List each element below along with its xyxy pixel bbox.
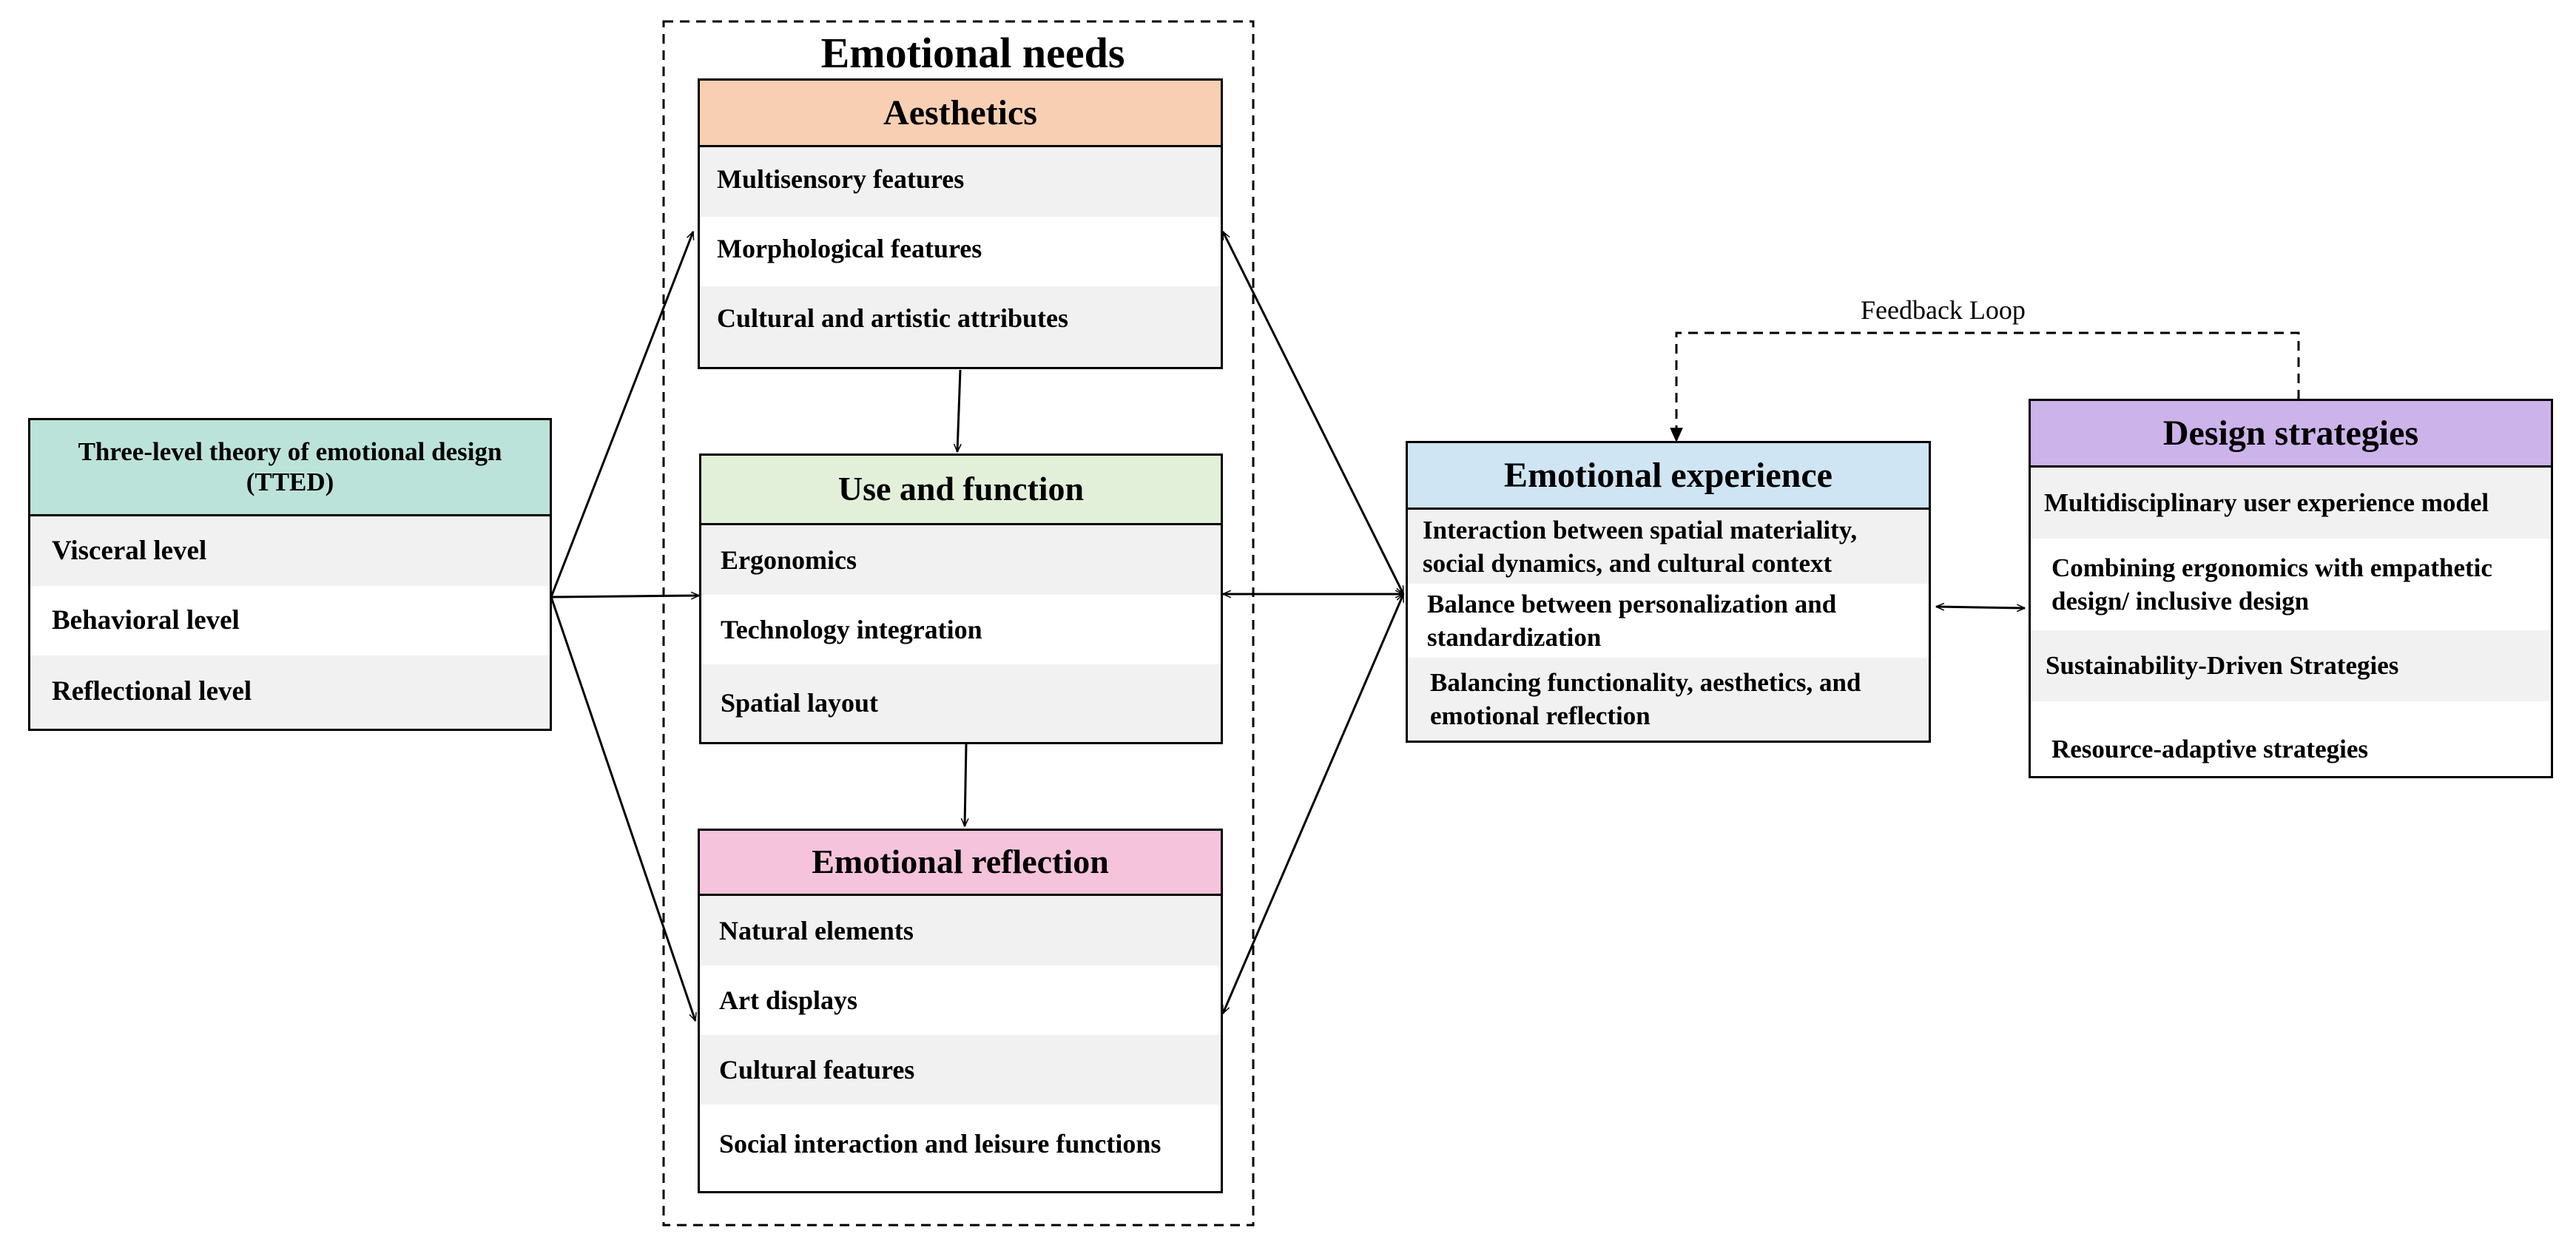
tted-box: Three-level theory of emotional design (… bbox=[28, 418, 552, 731]
tted-header: Three-level theory of emotional design (… bbox=[30, 420, 550, 516]
arrow-reflection-experience bbox=[1221, 594, 1405, 1014]
use-item-technology: Technology integration bbox=[701, 595, 1221, 664]
arrow-use-to-reflection bbox=[965, 743, 966, 826]
arrow-aesthetics-to-use bbox=[957, 369, 960, 452]
experience-item-balance: Balance between personalization and stan… bbox=[1408, 584, 1929, 658]
experience-item-interaction: Interaction between spatial materiality,… bbox=[1408, 510, 1929, 584]
strategies-item-multidisciplinary: Multidisciplinary user experience model bbox=[2031, 468, 2551, 539]
reflection-header: Emotional reflection bbox=[700, 831, 1221, 896]
arrow-tted-to-reflection bbox=[550, 596, 695, 1021]
emotional-reflection-box: Emotional reflection Natural elements Ar… bbox=[698, 829, 1223, 1193]
use-function-header: Use and function bbox=[701, 456, 1221, 525]
arrow-tted-to-aesthetics bbox=[550, 232, 695, 598]
use-function-box: Use and function Ergonomics Technology i… bbox=[699, 453, 1223, 744]
arrow-aesthetics-experience bbox=[1221, 232, 1405, 594]
experience-item-balancing: Balancing functionality, aesthetics, and… bbox=[1408, 658, 1929, 741]
design-strategies-box: Design strategies Multidisciplinary user… bbox=[2029, 399, 2553, 778]
strategies-item-ergonomics-empathetic: Combining ergonomics with empathetic des… bbox=[2031, 539, 2551, 630]
tted-item-reflectional: Reflectional level bbox=[30, 655, 550, 729]
arrow-experience-strategies bbox=[1936, 607, 2025, 608]
aesthetics-item-multisensory: Multisensory features bbox=[700, 147, 1221, 217]
strategies-header: Design strategies bbox=[2031, 401, 2551, 468]
tted-item-behavioral: Behavioral level bbox=[30, 586, 550, 655]
use-item-spatial-layout: Spatial layout bbox=[701, 664, 1221, 742]
arrow-tted-to-use bbox=[550, 596, 699, 597]
emotional-experience-box: Emotional experience Interaction between… bbox=[1406, 441, 1931, 743]
reflection-item-cultural: Cultural features bbox=[700, 1035, 1221, 1105]
reflection-item-social: Social interaction and leisure functions bbox=[700, 1105, 1221, 1191]
emotional-needs-title: Emotional needs bbox=[820, 29, 1125, 77]
strategies-item-sustainability: Sustainability-Driven Strategies bbox=[2031, 630, 2551, 701]
aesthetics-item-morphological: Morphological features bbox=[700, 217, 1221, 286]
reflection-item-art: Art displays bbox=[700, 965, 1221, 1035]
reflection-item-natural: Natural elements bbox=[700, 896, 1221, 965]
feedback-loop-label: Feedback Loop bbox=[1861, 295, 2026, 325]
aesthetics-box: Aesthetics Multisensory features Morphol… bbox=[698, 78, 1223, 369]
experience-header: Emotional experience bbox=[1408, 443, 1929, 510]
tted-item-visceral: Visceral level bbox=[30, 516, 550, 586]
strategies-item-resource-adaptive: Resource-adaptive strategies bbox=[2031, 701, 2551, 776]
aesthetics-header: Aesthetics bbox=[700, 81, 1221, 147]
aesthetics-item-cultural-artistic: Cultural and artistic attributes bbox=[700, 286, 1221, 367]
use-item-ergonomics: Ergonomics bbox=[701, 525, 1221, 595]
